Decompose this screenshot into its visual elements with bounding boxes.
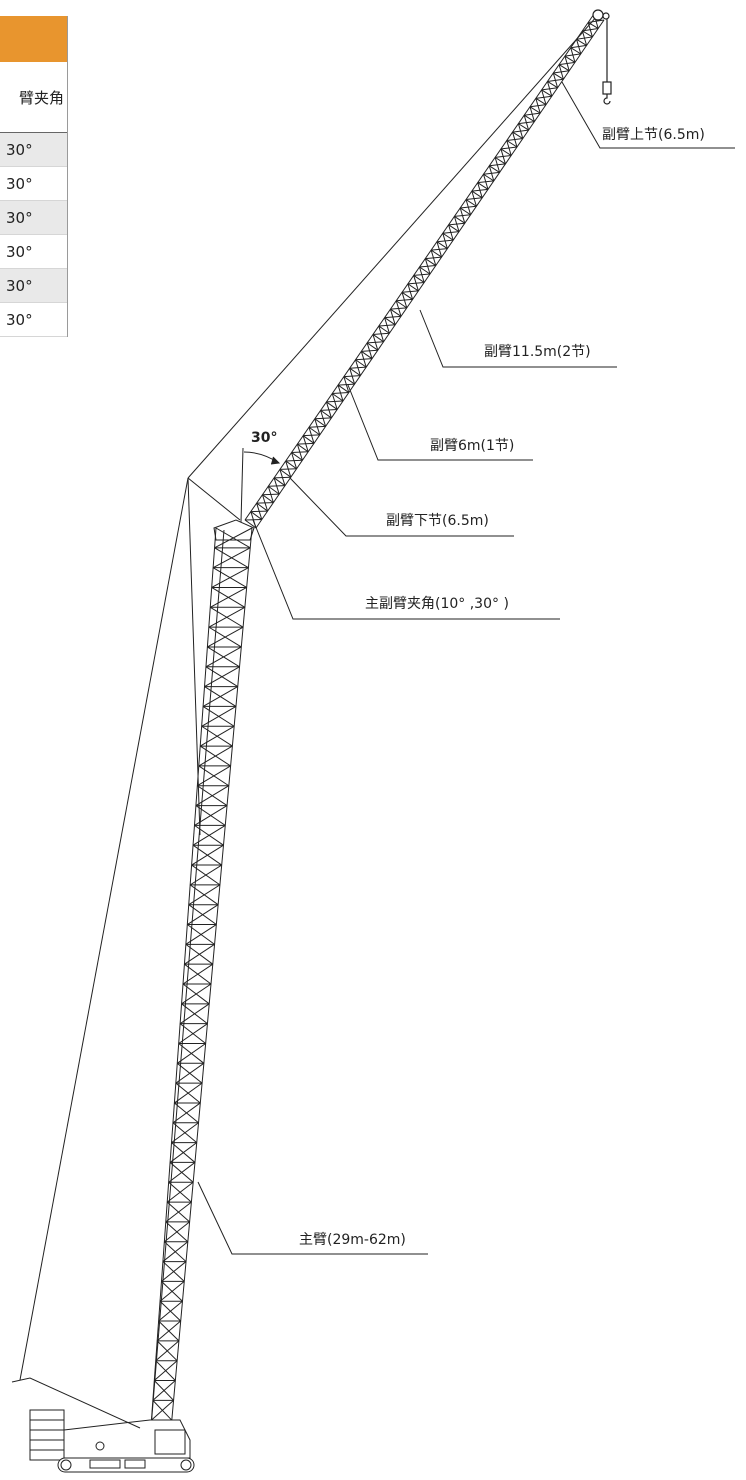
lattice-boom-structure	[149, 13, 605, 1441]
callout-main-boom: 主臂(29m-62m)	[299, 1232, 406, 1248]
pendant-lines	[19, 14, 599, 1441]
callout-jib-11-5m: 副臂11.5m(2节)	[484, 344, 591, 360]
jib-truss	[244, 13, 605, 529]
callout-jib-6m: 副臂6m(1节)	[430, 438, 515, 454]
callout-leaders	[197, 81, 735, 1255]
table-row: 30°	[0, 303, 67, 337]
callout-jib-angle: 主副臂夹角(10° ,30° )	[365, 596, 509, 612]
table-row: 30°	[0, 167, 67, 201]
angle-table: 臂夹角 30° 30° 30° 30° 30° 30°	[0, 16, 68, 337]
table-column-header: 臂夹角	[0, 62, 67, 133]
table-row: 30°	[0, 269, 67, 303]
hook-icon	[602, 18, 612, 105]
table-row: 30°	[0, 133, 67, 167]
jib-tip-sheave-icon	[592, 9, 610, 21]
table-row: 30°	[0, 201, 67, 235]
crawler-base	[11, 1377, 195, 1473]
callout-jib-lower: 副臂下节(6.5m)	[386, 513, 489, 529]
callout-jib-upper: 副臂上节(6.5m)	[602, 127, 705, 143]
angle-label: 30°	[251, 430, 278, 446]
table-header-bar	[0, 16, 67, 62]
angle-indicator	[240, 447, 281, 523]
table-row: 30°	[0, 235, 67, 269]
boom-head	[213, 519, 255, 541]
main-boom-truss	[149, 527, 253, 1441]
